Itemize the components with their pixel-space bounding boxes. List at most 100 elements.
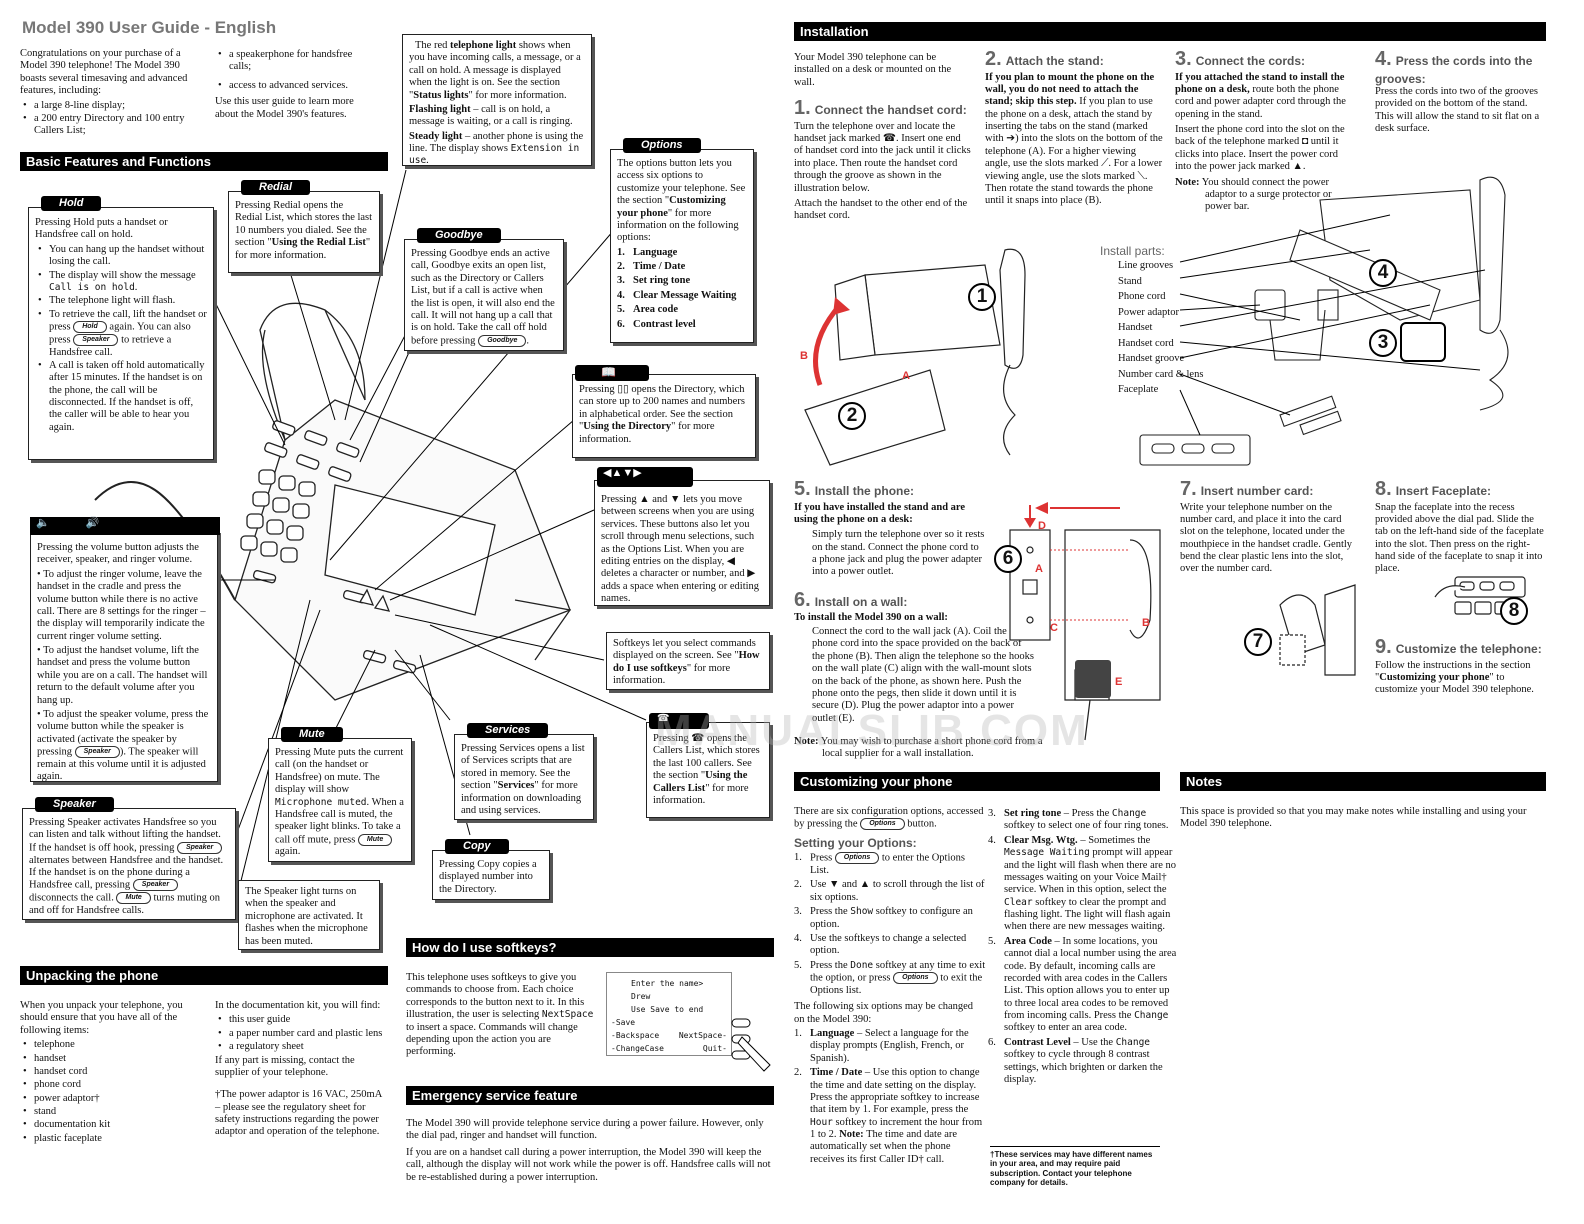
book-icon: 📖 <box>601 365 616 379</box>
step-7-title: 7.Insert number card: <box>1180 478 1314 500</box>
part-label: Handset cord <box>1118 337 1174 349</box>
down-arrow-icon: ▼ <box>670 494 681 505</box>
list-item: 2.Time / Date <box>617 261 686 272</box>
list-item: 5.Press the Done softkey at any time to … <box>794 959 986 996</box>
callout-8: 8 <box>1500 597 1528 625</box>
footnote: †These services may have different names… <box>990 1146 1160 1188</box>
callout-7: 7 <box>1244 628 1272 656</box>
low-angle-icon: ⟍ <box>1137 170 1145 182</box>
down-arrow-icon: ▼ <box>828 879 840 891</box>
parts-illustration <box>1139 176 1509 466</box>
callers-box: ☎ Pressing ☎ opens the Callers List, whi… <box>646 713 770 818</box>
list-item: 5.Area code <box>617 304 678 316</box>
section-notes-heading: Notes <box>1180 772 1546 791</box>
step-2-title: 2.Attach the stand: <box>985 48 1104 70</box>
part-label: Stand <box>1118 275 1142 287</box>
intro-text-2: Use this user guide to learn more about … <box>215 96 354 120</box>
up-arrow-icon: ▲ <box>859 879 871 891</box>
speaker-button-icon: Speaker <box>73 333 119 346</box>
section-installation-heading: Installation <box>794 22 1546 41</box>
install-step8: 8.Insert Faceplate: Snap the faceplate i… <box>1375 478 1547 578</box>
notes-text: This space is provided so that you may m… <box>1180 806 1527 830</box>
section-customizing-heading: Customizing your phone <box>794 772 1160 791</box>
list-item: 6.Contrast Level – Use the Change softke… <box>988 1036 1163 1085</box>
step-5-title: 5.Install the phone: <box>794 478 915 500</box>
list-item: plastic faceplate <box>20 1133 195 1146</box>
part-label: Number card & lens <box>1118 368 1204 380</box>
volume-low-icon: 🔈 <box>36 517 50 529</box>
list-item: A call is taken off hold automatically a… <box>35 360 207 434</box>
jack-closeup <box>1400 322 1446 362</box>
callout-1: 1 <box>968 283 996 311</box>
arrow-keys-icon: ◀▲▼▶ <box>603 467 642 479</box>
mute-button-icon: Mute <box>116 892 151 905</box>
hold-box: Hold Pressing Hold puts a handset or Han… <box>28 196 214 460</box>
list-item: To retrieve the call, lift the handset o… <box>35 309 207 359</box>
finger-icon <box>731 1018 771 1072</box>
list-item: 4.Clear Msg. Wtg. – Sometimes the Messag… <box>988 834 1177 933</box>
label-A: A <box>1035 563 1043 575</box>
speaker-button-icon: Speaker <box>132 879 179 892</box>
part-label: Faceplate <box>1118 384 1159 395</box>
section-softkeys-heading: How do I use softkeys? <box>406 938 774 957</box>
page-title: Model 390 User Guide - English <box>22 18 277 37</box>
options-button-icon: Options <box>860 818 905 831</box>
part-label: Handset groove <box>1118 353 1185 364</box>
install-step5: 5.Install the phone: If you have install… <box>794 478 985 624</box>
list-item: this user guide <box>215 1014 387 1027</box>
step-9-title: 9.Customize the telephone: <box>1375 636 1542 658</box>
services-tab: Services <box>467 723 549 738</box>
list-item: 2.Use ▼ and ▲ to scroll through the list… <box>794 879 985 903</box>
setting-options-title: Setting your Options: <box>794 836 917 851</box>
unpacking-left: When you unpack your telephone, you shou… <box>20 1000 195 1146</box>
list-item: 4.Clear Message Waiting <box>617 289 737 301</box>
options-box: Options The options button lets you acce… <box>610 138 754 343</box>
arrows-box: ◀▲▼▶ Pressing ▲ and ▼ lets you move betw… <box>594 467 770 606</box>
speaker-light-box: The Speaker light turns on when the spea… <box>238 880 380 950</box>
options-button-icon: Options <box>834 852 880 865</box>
hold-text: Pressing Hold puts a handset or Handsfre… <box>35 217 168 241</box>
list-item: The display will show the message Call i… <box>35 270 207 295</box>
callout-2: 2 <box>838 402 866 430</box>
step-3-title: 3.Connect the cords: <box>1175 48 1306 70</box>
callout-3: 3 <box>1369 329 1397 357</box>
unpacking-right: In the documentation kit, you will find:… <box>215 1000 387 1141</box>
list-item: stand <box>20 1106 195 1119</box>
list-item: You can hang up the handset without losi… <box>35 244 207 269</box>
list-item: 5.Area Code – In some locations, you can… <box>988 935 1177 1034</box>
list-item: 1.Language – Select a language for the d… <box>794 1028 969 1064</box>
up-arrow-icon: ▲ <box>639 494 650 505</box>
step-6-title: 6.Install on a wall: <box>794 588 908 611</box>
high-angle-icon: ⟋ <box>1101 158 1109 170</box>
power-jack-icon: ▲ <box>1292 161 1303 173</box>
list-item: 3.Set ring tone – Press the Change softk… <box>988 808 1169 832</box>
list-item: 3.Press the Show softkey to configure an… <box>794 906 973 930</box>
step-8-title: 8.Insert Faceplate: <box>1375 478 1492 500</box>
list-item: 1.Press Options to enter the Options Lis… <box>794 852 965 877</box>
status-light-box: The red telephone light shows when you h… <box>402 34 592 166</box>
speaker-box: Speaker Pressing Speaker activates Hands… <box>22 797 236 920</box>
install-col1: Your Model 390 telephone can be installe… <box>794 52 971 222</box>
softkeys-box: Softkeys let you select commands display… <box>606 632 770 690</box>
left-arrow-icon: ◀ <box>726 555 735 567</box>
part-label: Power adaptor <box>1118 306 1179 318</box>
list-item: 1.Language <box>617 246 678 258</box>
install-parts-title: Install parts: <box>1100 244 1165 258</box>
part-label: Phone cord <box>1118 291 1166 302</box>
customizing-col2: 3.Set ring tone – Press the Change softk… <box>988 806 1178 1088</box>
list-item: a speakerphone for handsfree calls; <box>215 49 375 74</box>
install-step6-text: Connect the cord to the wall jack (A). C… <box>812 626 1035 724</box>
label-C: C <box>1050 622 1058 634</box>
label-A: A <box>902 370 910 382</box>
section-unpacking-heading: Unpacking the phone <box>20 966 388 985</box>
callout-6: 6 <box>994 545 1022 573</box>
list-item: documentation kit <box>20 1119 195 1132</box>
phone-jack-icon: ◘ <box>1301 136 1309 148</box>
hold-button-icon: Hold <box>73 321 107 333</box>
book-icon: ▯▯ <box>617 384 629 395</box>
intro-text: Congratulations on your purchase of a Mo… <box>20 48 188 97</box>
install-parts-list: Line grooves Stand Phone cord Power adap… <box>1118 258 1238 398</box>
label-E: E <box>1115 676 1123 688</box>
list-item: 4.Use the softkeys to change a selected … <box>794 932 967 957</box>
label-D: D <box>1038 520 1046 532</box>
